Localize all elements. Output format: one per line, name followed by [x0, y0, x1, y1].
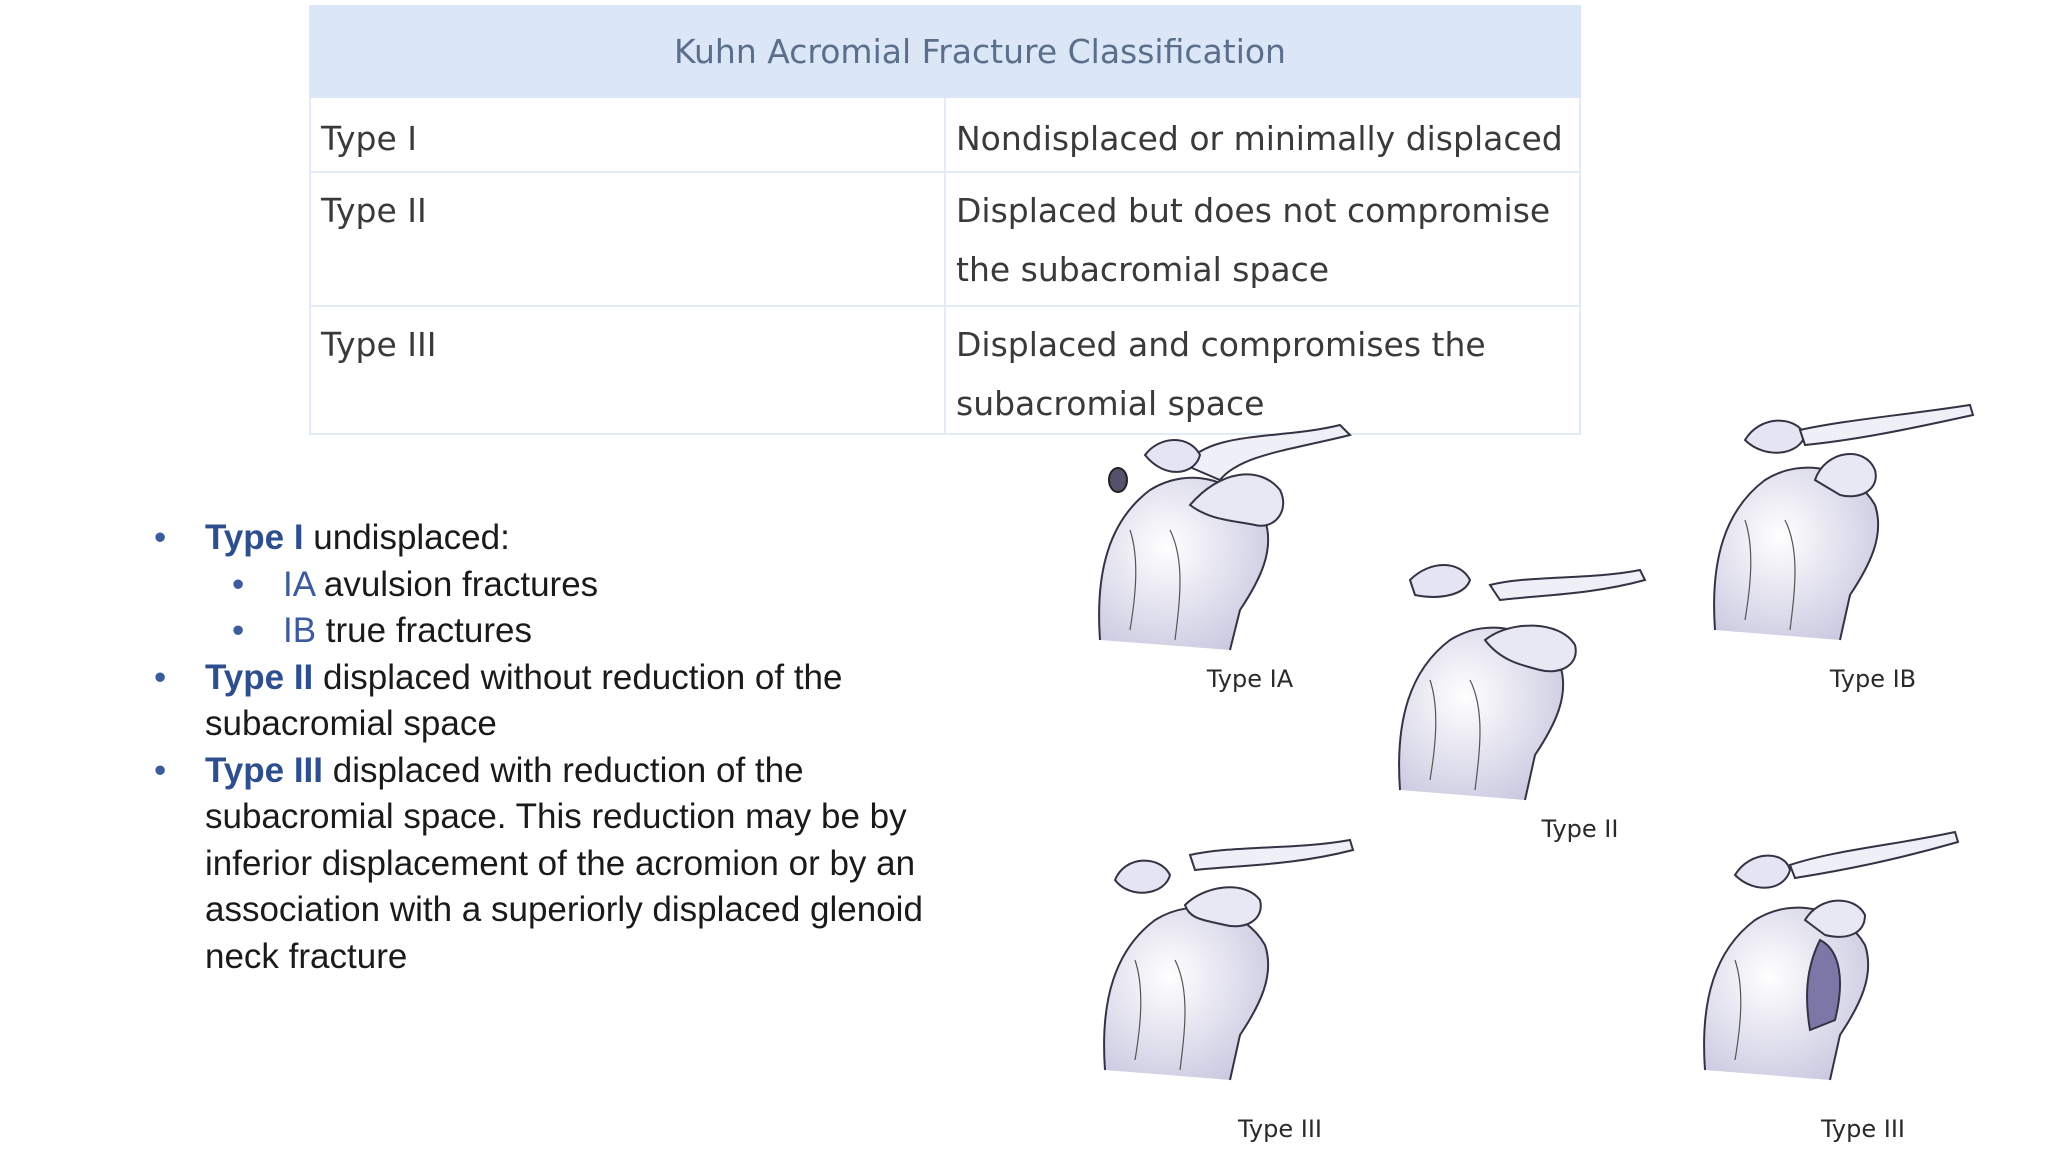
table-cell-description: Displaced but does not compromise the su…	[944, 171, 1581, 307]
table-row: Type III Displaced and compromises the s…	[309, 305, 1581, 435]
classification-table: Kuhn Acromial Fracture Classification Ty…	[309, 5, 1581, 435]
table-row: Type I Nondisplaced or minimally displac…	[309, 96, 1581, 173]
table-cell-type: Type III	[309, 305, 946, 435]
shoulder-illustration-type-ii	[1398, 564, 1647, 801]
caption-type-iii-left: Type III	[1238, 1115, 1322, 1143]
type-ia-label: IA	[283, 564, 315, 604]
table-cell-type: Type I	[309, 96, 946, 173]
list-item-type-i: • Type I undisplaced:	[150, 515, 980, 562]
fracture-illustrations: Type IA Type II Type IB	[1090, 380, 1990, 1150]
classification-table-container: Kuhn Acromial Fracture Classification Ty…	[309, 5, 1581, 435]
list-item-type-ib: • IB true fractures	[150, 608, 980, 655]
table-cell-type: Type II	[309, 171, 946, 307]
type-ii-text: displaced without reduction of the subac…	[205, 657, 843, 744]
type-ib-label: IB	[283, 611, 317, 650]
table-header-row: Kuhn Acromial Fracture Classification	[309, 5, 1581, 98]
table-cell-description: Nondisplaced or minimally displaced	[944, 96, 1581, 173]
type-ia-text: avulsion fractures	[314, 564, 599, 604]
caption-type-ib: Type IB	[1829, 665, 1917, 693]
table-row: Type II Displaced but does not compromis…	[309, 171, 1581, 307]
shoulder-illustration-type-ib	[1713, 403, 1975, 641]
classification-notes: • Type I undisplaced: • IA avulsion frac…	[150, 515, 980, 980]
type-iii-text: displaced with reduction of the subacrom…	[205, 750, 923, 976]
bullet-icon: •	[154, 518, 167, 557]
type-ib-text: true fractures	[316, 611, 532, 650]
type-ii-label: Type II	[205, 657, 314, 697]
bullet-icon: •	[154, 657, 167, 697]
shoulder-illustration-type-ia	[1098, 423, 1352, 651]
caption-type-ia: Type IA	[1206, 665, 1294, 693]
type-iii-label: Type III	[205, 750, 323, 790]
caption-type-ii: Type II	[1541, 815, 1619, 843]
list-item-type-ia: • IA avulsion fractures	[150, 562, 980, 609]
bullet-icon: •	[232, 611, 245, 650]
list-item-type-ii: • Type II displaced without reduction of…	[150, 655, 980, 748]
type-i-text: undisplaced:	[303, 518, 510, 557]
shoulder-illustration-type-iii-right	[1703, 830, 1960, 1081]
table-title: Kuhn Acromial Fracture Classification	[309, 5, 1581, 98]
shoulder-illustration-type-iii-left	[1103, 838, 1355, 1081]
bullet-icon: •	[154, 750, 167, 790]
type-i-label: Type I	[205, 518, 304, 557]
list-item-type-iii: • Type III displaced with reduction of t…	[150, 748, 980, 981]
bullet-icon: •	[232, 564, 245, 604]
caption-type-iii-right: Type III	[1821, 1115, 1905, 1143]
table-cell-description: Displaced and compromises the subacromia…	[944, 305, 1581, 435]
